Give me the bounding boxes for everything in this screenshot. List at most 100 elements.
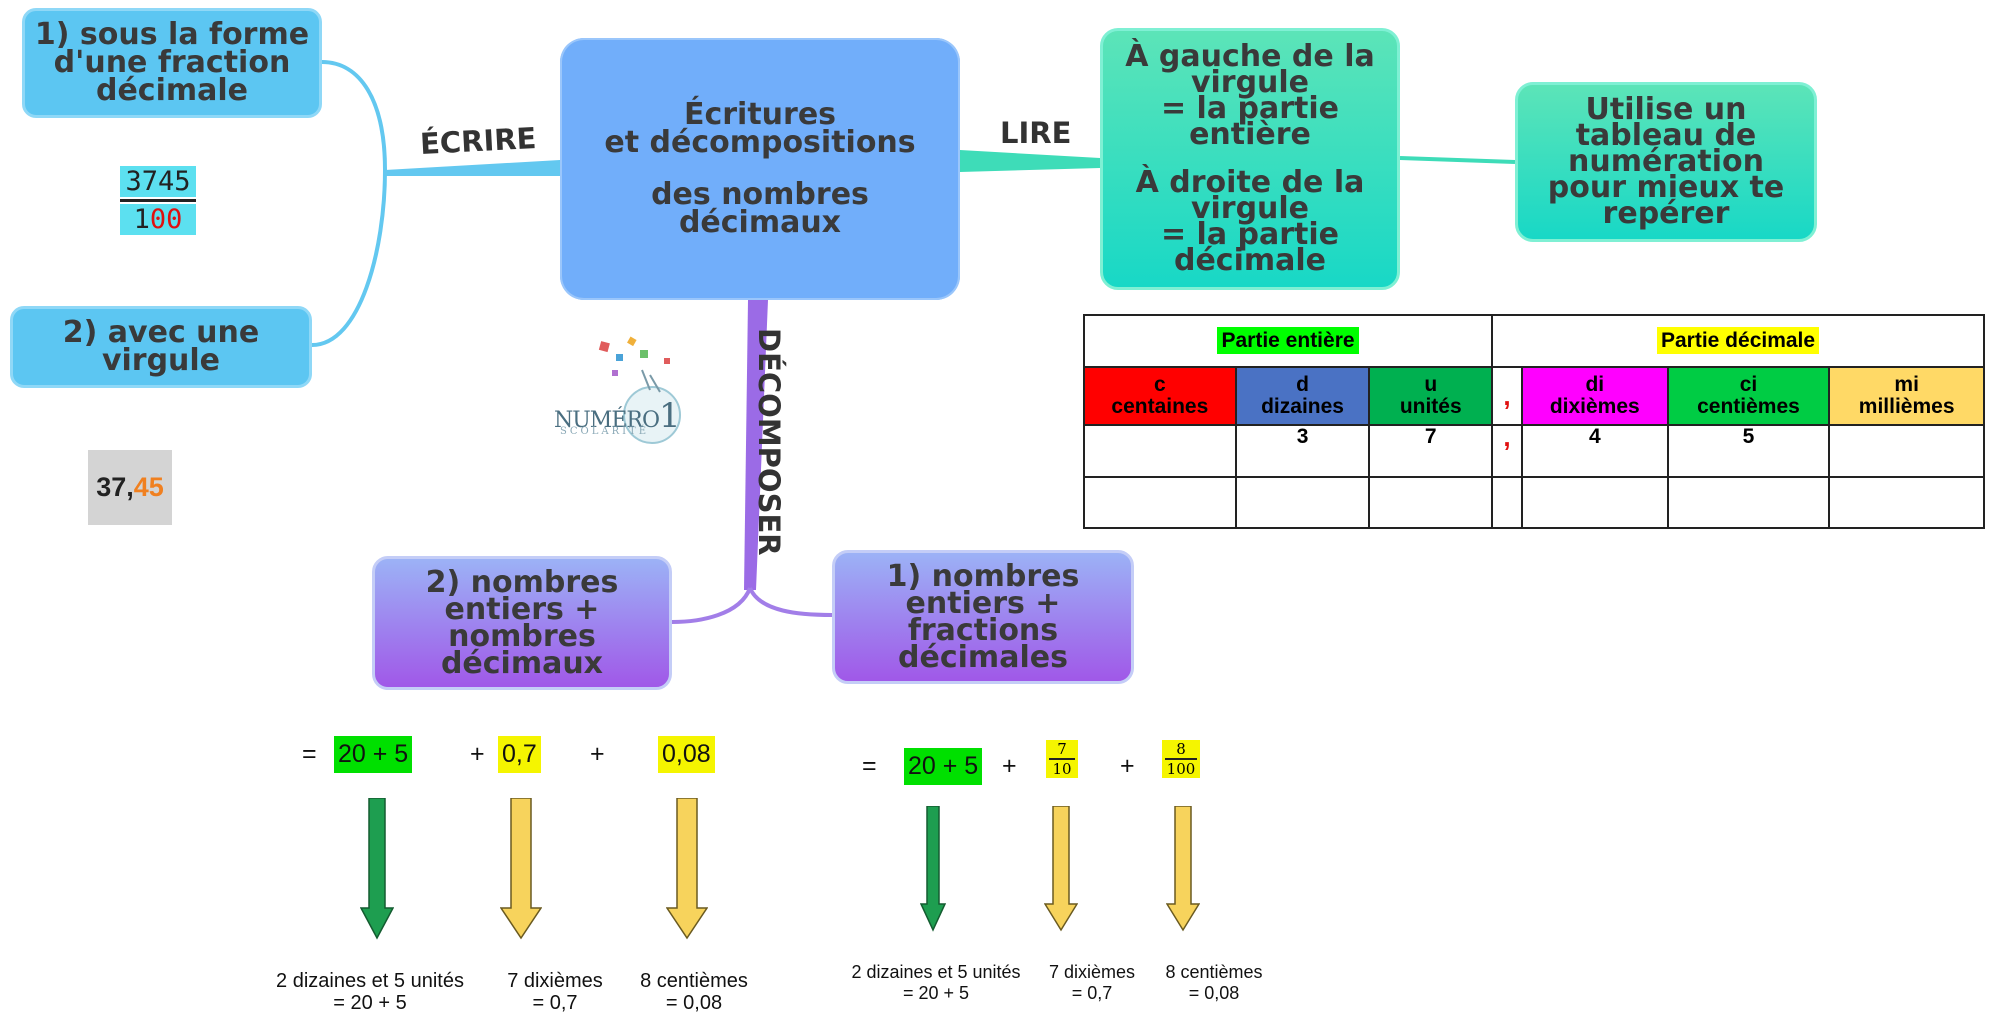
ecrire-node-fraction[interactable]: 1) sous la forme d'une fraction décimale (22, 8, 322, 118)
decimal-decimal-part: 45 (133, 472, 164, 502)
table-cell (1368, 476, 1494, 529)
logo-digit: 1 (658, 396, 681, 436)
table-cell: 3 (1234, 424, 1371, 478)
lire-main-line6: virgule (1190, 191, 1310, 226)
left-arrow-hundredths (666, 798, 708, 940)
lire-main-line5: À droite de la (1135, 165, 1365, 200)
branch-label-decomposer: DÉCOMPOSER (752, 328, 786, 556)
right-explain-hundredths: 8 centièmes= 0,08 (1165, 962, 1263, 1003)
left-arrow-integer (360, 798, 394, 940)
right-arrow-hundredths (1166, 806, 1200, 932)
lire-tip-line5: repérer (1602, 196, 1730, 231)
table-header-entiere: Partie entière (1082, 314, 1494, 368)
table-header-decimale: Partie décimale (1491, 314, 1985, 368)
right-arrow-integer (920, 806, 946, 932)
right-frac1-den: 10 (1052, 760, 1072, 778)
col-header-comma: , (1491, 366, 1523, 426)
lire-main-line7: = la partie (1160, 217, 1340, 252)
left-plus-1: + (470, 740, 485, 768)
left-explain-tenths: 7 dixièmes= 0,7 (507, 970, 603, 1014)
lire-tip-line2: tableau de (1575, 118, 1757, 153)
right-fraction-tenths: 7 10 (1046, 740, 1078, 778)
decomposer-node-fractions[interactable]: 1) nombres entiers + fractions décimales (832, 550, 1134, 684)
central-line1: Écritures (683, 97, 837, 132)
left-eq-sign: = (302, 740, 317, 768)
lire-main-line8: décimale (1173, 243, 1327, 278)
fraction-denominator: 100 (120, 204, 196, 235)
lire-main-line2: virgule (1190, 65, 1310, 100)
ecrire-node2-line2: virgule (101, 343, 221, 378)
lire-node-virgule[interactable]: À gauche de la virgule = la partie entiè… (1100, 28, 1400, 290)
fraction-numerator: 3745 (120, 166, 196, 197)
numero1-logo: NUMÉRO1 SCOLARITÉ (552, 330, 692, 450)
table-cell: 7 (1368, 424, 1494, 478)
table-cell (1083, 476, 1237, 529)
lire-node-tableau[interactable]: Utilise un tableau de numération pour mi… (1515, 82, 1817, 242)
left-term-integer: 20 + 5 (334, 736, 413, 773)
table-cell (1828, 476, 1985, 529)
left-plus-2: + (590, 740, 605, 768)
lire-main-line3: = la partie (1160, 91, 1340, 126)
right-term-integer: 20 + 5 (904, 748, 983, 785)
ecrire-node1-line3: décimale (95, 73, 249, 108)
right-frac2-den: 100 (1166, 760, 1196, 778)
fraction-denominator-black: 1 (133, 204, 150, 235)
lire-tip-line4: pour mieux te (1547, 170, 1785, 205)
right-plus-1: + (1002, 752, 1017, 780)
central-topic[interactable]: Écritures et décompositions des nombres … (560, 38, 960, 300)
lire-main-line4: entière (1189, 117, 1311, 152)
left-arrow-tenths (500, 798, 542, 940)
decomp2-line3: nombres (448, 619, 596, 654)
decomposer-node-decimaux[interactable]: 2) nombres entiers + nombres décimaux (372, 556, 672, 690)
decomp2-line2: entiers + (444, 592, 600, 627)
lire-tip-line3: numération (1568, 144, 1764, 179)
ecrire-node1-line2: d'une fraction (53, 45, 291, 80)
ecrire-node-virgule[interactable]: 2) avec une virgule (10, 306, 312, 388)
branch-label-lire: LIRE (1000, 116, 1072, 150)
fraction-bar (120, 199, 196, 202)
table-cell (1520, 476, 1669, 529)
decimal-comma: , (126, 472, 134, 502)
ecrire-node1-line1: 1) sous la forme (34, 17, 310, 52)
table-cell: 4 (1520, 424, 1669, 478)
right-frac1-num: 7 (1057, 740, 1067, 758)
ecrire-node2-line1: 2) avec une (62, 315, 260, 350)
table-cell (1491, 476, 1523, 529)
right-plus-2: + (1120, 752, 1135, 780)
logo-sub: SCOLARITÉ (560, 426, 650, 437)
logo-graphic-icon (598, 336, 681, 444)
central-line4: décimaux (678, 205, 842, 240)
table-row (1083, 476, 1985, 529)
decomp2-line1: 2) nombres (425, 565, 619, 600)
right-frac2-num: 8 (1176, 740, 1186, 758)
decomp1-line4: décimales (898, 640, 1068, 675)
left-explain-integer: 2 dizaines et 5 unités= 20 + 5 (276, 970, 464, 1014)
left-term-hundredths: 0,08 (658, 736, 715, 773)
example-fraction: 3745 100 (120, 166, 196, 235)
table-row: 3 7 , 4 5 (1083, 424, 1985, 478)
decomp1-line1: 1) nombres (886, 559, 1080, 594)
central-line3: des nombres (651, 177, 869, 212)
partie-entiere-label: Partie entière (1217, 327, 1359, 354)
table-cell (1083, 424, 1237, 478)
left-term-tenths: 0,7 (498, 736, 541, 773)
right-explain-tenths: 7 dixièmes= 0,7 (1048, 962, 1136, 1003)
left-explain-hundredths: 8 centièmes= 0,08 (640, 970, 748, 1014)
right-fraction-hundredths: 8 100 (1162, 740, 1200, 778)
right-arrow-tenths (1044, 806, 1078, 932)
central-line2: et décompositions (604, 125, 916, 160)
decimal-integer-part: 37 (96, 472, 127, 502)
fraction-denominator-red: 00 (149, 204, 183, 235)
table-cell (1828, 424, 1985, 478)
partie-decimale-label: Partie décimale (1656, 327, 1820, 354)
example-decimal-number: 37,45 (88, 450, 172, 525)
